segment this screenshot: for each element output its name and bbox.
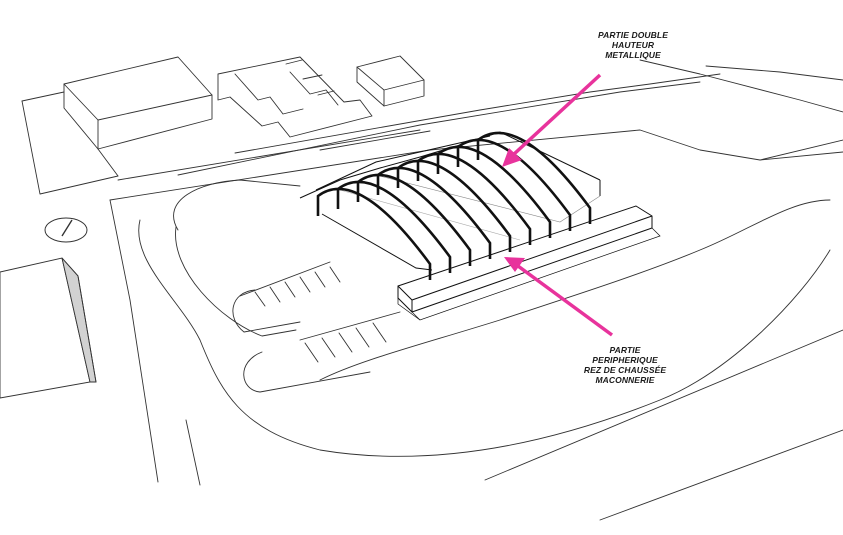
arrow-top-head xyxy=(502,148,522,167)
site-lines-south xyxy=(185,329,843,521)
existing-building-north xyxy=(356,55,425,107)
annotation-line: PERIPHERIQUE xyxy=(592,355,658,365)
arrow-bottom-line xyxy=(516,264,614,337)
steel-arch xyxy=(376,166,492,259)
site-boundary xyxy=(109,129,843,483)
existing-building-north-west xyxy=(21,56,213,195)
steel-arch xyxy=(356,173,472,266)
masonry-perimeter-base xyxy=(397,205,661,321)
steel-arch xyxy=(416,152,532,245)
annotation-line: PARTIE DOUBLE xyxy=(598,30,668,40)
steel-arch xyxy=(396,159,512,252)
main-road xyxy=(117,59,843,181)
annotation-line: MACONNERIE xyxy=(595,375,655,385)
annotation-line: REZ DE CHAUSSÉE xyxy=(583,365,667,375)
steel-arch xyxy=(456,138,572,231)
site-circulation-loop xyxy=(138,179,831,457)
arrow-top-line xyxy=(511,73,602,157)
annotation-line: HAUTEUR xyxy=(611,40,655,50)
north-arrow-icon xyxy=(44,217,88,243)
annotation-line: METALLIQUE xyxy=(605,50,661,60)
stepped-platform xyxy=(217,56,373,138)
annotation-line: PARTIE xyxy=(609,345,641,355)
steel-arch xyxy=(436,145,552,238)
steel-arch xyxy=(336,180,452,273)
arrow-bottom-head xyxy=(504,257,525,272)
annotation-masonry-perimeter: PARTIE PERIPHERIQUE REZ DE CHAUSSÉE MACO… xyxy=(570,345,680,385)
steel-arches xyxy=(316,131,592,280)
annotation-arrows xyxy=(502,73,614,337)
existing-building-west xyxy=(0,257,97,399)
steel-arch xyxy=(476,131,592,224)
parking-area-west xyxy=(232,261,401,393)
steel-arch xyxy=(316,187,432,280)
annotation-metal-double-height: PARTIE DOUBLE HAUTEUR METALLIQUE xyxy=(578,30,688,60)
